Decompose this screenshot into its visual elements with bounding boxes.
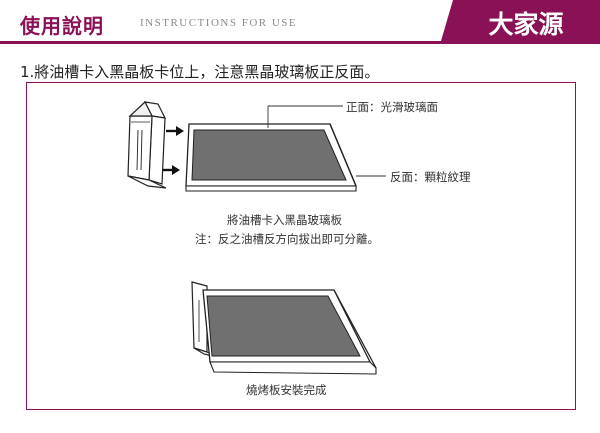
callout-back-label: 反面：顆粒紋理	[390, 170, 471, 184]
callout-front-label: 正面：光滑玻璃面	[346, 100, 438, 114]
oil-tray-part	[127, 101, 167, 189]
arrow-right-icon	[163, 165, 180, 175]
diagram-frame	[26, 82, 576, 410]
page-title: 使用說明	[20, 14, 104, 38]
page-subtitle: INSTRUCTIONS FOR USE	[140, 17, 298, 29]
caption-top-line2: 注：反之油槽反方向拔出即可分離。	[195, 232, 379, 246]
step-instruction: 1.將油槽卡入黑晶板卡位上，注意黑晶玻璃板正反面。	[20, 63, 380, 81]
caption-bottom: 燒烤板安裝完成	[246, 383, 327, 397]
brand-logo: 大家源	[488, 10, 564, 39]
tray-before-assembly	[127, 101, 386, 192]
tray-after-assembly	[191, 281, 377, 375]
header-divider	[0, 41, 600, 44]
black-crystal-glass-plate	[185, 123, 357, 192]
arrow-right-icon	[166, 126, 184, 136]
brand-tab	[441, 0, 600, 41]
caption-top-line1: 將油槽卡入黑晶玻璃板	[227, 213, 342, 227]
